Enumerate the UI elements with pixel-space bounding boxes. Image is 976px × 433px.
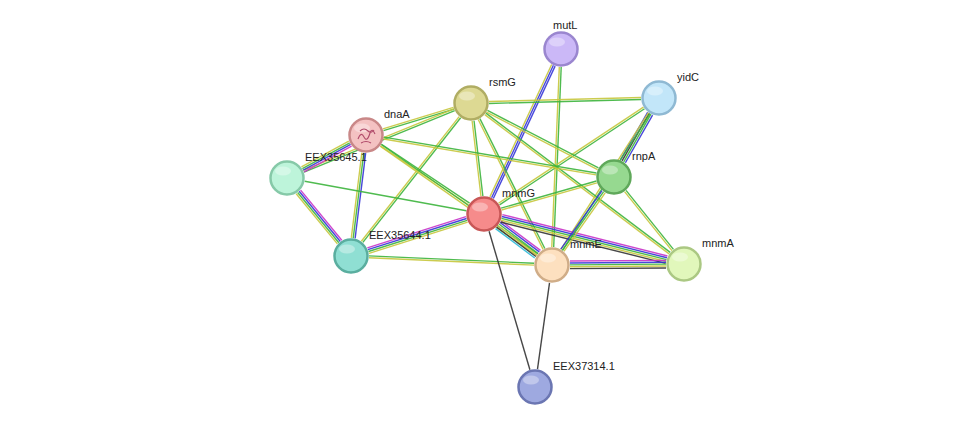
protein-node: mnmG [466, 196, 502, 232]
edge-group [537, 283, 549, 369]
node-circle [534, 247, 570, 283]
evidence-strand [485, 115, 669, 254]
evidence-strand [501, 220, 666, 261]
node-circle [269, 160, 305, 196]
edge-group [625, 190, 674, 250]
edge-group [552, 67, 561, 247]
node-circle [641, 80, 677, 116]
interaction-edge [626, 190, 673, 249]
node-label: rnpA [632, 150, 655, 163]
node-circle [517, 369, 553, 405]
edge-group [305, 181, 467, 211]
evidence-strand [570, 263, 666, 265]
edge-group [369, 256, 534, 265]
evidence-strand [496, 229, 535, 258]
node-circle [666, 246, 702, 282]
evidence-strand [369, 258, 534, 265]
edge-group [561, 191, 605, 252]
edge-group [570, 260, 666, 268]
evidence-strand [487, 112, 598, 169]
protein-node: rsmG [453, 85, 489, 121]
interaction-edge [304, 111, 455, 172]
edge-group [489, 98, 641, 104]
interaction-edge [384, 137, 597, 173]
edge-group [501, 181, 597, 210]
evidence-strand [625, 192, 672, 251]
interaction-edge [570, 260, 666, 262]
protein-node: mnmA [666, 246, 702, 282]
edge-group [489, 231, 530, 369]
node-label: mnmG [502, 187, 535, 200]
protein-node: mnmE [534, 247, 570, 283]
interaction-edge [301, 190, 342, 240]
evidence-strand [298, 193, 339, 243]
protein-node: dnaA [348, 117, 384, 153]
evidence-strand [497, 227, 536, 256]
interaction-edge [501, 181, 596, 208]
protein-node: EEX35645.1 [269, 160, 305, 196]
evidence-strand [570, 265, 666, 267]
node-circle [543, 31, 579, 67]
evidence-strand [552, 67, 560, 247]
evidence-strand [472, 121, 481, 196]
edge-group [472, 121, 483, 196]
node-circle [333, 238, 369, 274]
evidence-strand [501, 218, 666, 259]
edge-group [487, 110, 599, 169]
node-circle [596, 159, 632, 195]
node-label: mutL [553, 19, 577, 32]
interaction-edge [489, 231, 530, 369]
node-label: rsmG [489, 76, 516, 89]
protein-node: yidC [641, 80, 677, 116]
interaction-edge [474, 121, 483, 196]
evidence-strand [296, 194, 337, 244]
evidence-strand [570, 262, 666, 264]
interaction-edge [367, 217, 466, 248]
evidence-strand [368, 220, 467, 251]
edge-group [383, 107, 454, 130]
node-label: EEX35644.1 [369, 229, 431, 242]
interaction-edge [486, 113, 670, 252]
protein-node: EEX35644.1 [333, 238, 369, 274]
evidence-strand [299, 191, 340, 241]
edge-group [296, 190, 342, 244]
protein-node: mutL [543, 31, 579, 67]
node-label: dnaA [384, 108, 410, 121]
interaction-edge [554, 67, 562, 247]
node-label: mnmE [570, 238, 602, 251]
evidence-strand [562, 192, 603, 251]
edge-group [485, 113, 670, 254]
edge-group [367, 217, 467, 254]
evidence-strand [369, 222, 468, 253]
evidence-strand [351, 153, 362, 238]
node-circle [453, 85, 489, 121]
interaction-edge [305, 181, 467, 211]
evidence-strand [564, 193, 605, 252]
protein-node: EEX37314.1 [517, 369, 553, 405]
evidence-strand [303, 109, 454, 170]
evidence-strand [384, 139, 597, 175]
evidence-strand [489, 98, 641, 102]
evidence-strand [501, 222, 666, 263]
node-label: EEX35645.1 [305, 151, 367, 164]
edge-group [351, 153, 365, 239]
edge-group [303, 109, 454, 172]
node-label: EEX37314.1 [553, 360, 615, 373]
interaction-edge [537, 283, 549, 369]
evidence-strand [570, 267, 666, 269]
protein-node: rnpA [596, 159, 632, 195]
evidence-strand [502, 183, 597, 210]
node-circle [466, 196, 502, 232]
evidence-strand [368, 219, 467, 250]
evidence-strand [353, 153, 364, 238]
node-circle [348, 117, 384, 153]
node-label: yidC [677, 71, 699, 84]
node-label: mnmA [702, 237, 734, 250]
